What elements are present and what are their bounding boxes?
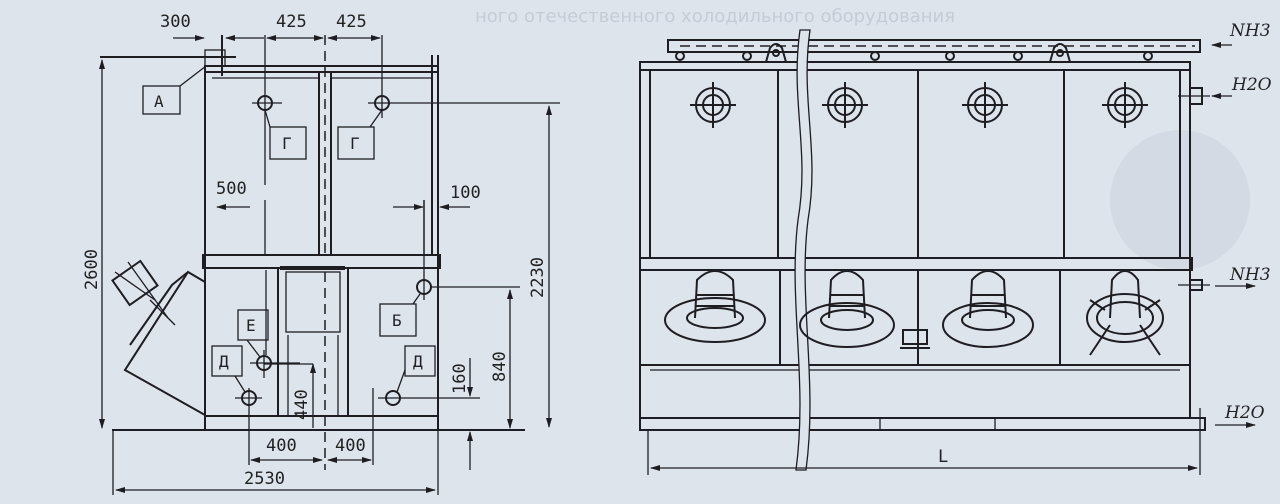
label-g2: Г (350, 134, 360, 153)
flow-h2o-out: H2O (1224, 403, 1265, 423)
dim-2600: 2600 (82, 249, 102, 290)
dim-300: 300 (160, 12, 191, 32)
label-d2: Д (413, 352, 423, 371)
label-d1: Д (219, 352, 229, 371)
nozzle-d2 (372, 388, 480, 465)
side-view: А Г Г Б Е Д Д 300 425 425 500 100 2600 2… (82, 12, 560, 495)
flow-h2o-in: H2O (1231, 75, 1272, 95)
dim-L: L (938, 447, 948, 467)
nozzle-g1 (252, 35, 282, 255)
bleed-through-text: ного отечественного холодильного оборудо… (475, 6, 955, 27)
dim-400a: 400 (266, 436, 297, 456)
dim-2230: 2230 (528, 257, 548, 298)
label-b: Б (392, 311, 402, 330)
dim-100: 100 (450, 183, 481, 203)
dim-500: 500 (216, 179, 247, 199)
nozzle-d1 (235, 388, 262, 465)
dim-840: 840 (490, 351, 510, 382)
flow-nh3-out: NH3 (1229, 265, 1271, 285)
dim-400b: 400 (335, 436, 366, 456)
label-e: Е (246, 316, 256, 335)
dim-160: 160 (450, 363, 470, 394)
front-view: L NH3 H2O NH3 H2O (639, 21, 1272, 475)
flow-nh3-in: NH3 (1229, 21, 1271, 41)
nozzle-g2 (368, 35, 560, 118)
dim-425a: 425 (276, 12, 307, 32)
dim-2530: 2530 (244, 469, 285, 489)
dim-440: 440 (292, 389, 312, 420)
label-g1: Г (282, 134, 292, 153)
label-a: А (154, 92, 164, 111)
dim-425b: 425 (336, 12, 367, 32)
